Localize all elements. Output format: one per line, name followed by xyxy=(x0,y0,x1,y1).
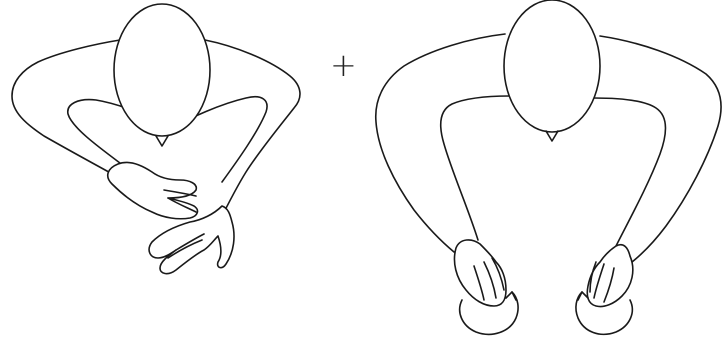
right-figure-hand-left xyxy=(454,240,506,306)
right-figure-arm-outer-right xyxy=(600,36,721,262)
right-figure-arm-inner-left xyxy=(441,96,510,240)
right-figure-rotation-arrow-left xyxy=(506,292,516,300)
right-figure-head xyxy=(504,0,600,132)
right-figure-arm-inner-right xyxy=(594,98,666,250)
right-figure-arm-outer-left xyxy=(376,34,505,252)
